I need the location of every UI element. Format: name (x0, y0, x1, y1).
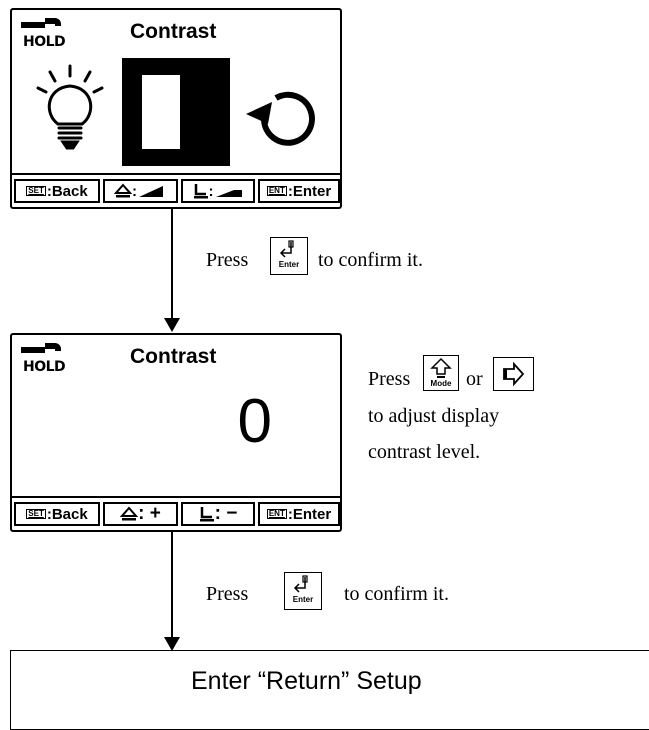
softkey-minus[interactable]: : − (181, 502, 255, 526)
undo-arrow-icon (246, 91, 315, 146)
contrast-icon (122, 58, 230, 166)
hold-label: HOLD (23, 359, 66, 375)
lcd-title: Contrast (130, 20, 217, 43)
instruction-confirm: to confirm it. (344, 583, 449, 605)
enter-key-icon[interactable]: Enter (270, 237, 308, 275)
ramp-high-icon (215, 190, 242, 197)
lcd-title: Contrast (130, 345, 217, 368)
lcd-screen-contrast-adjust: HOLD Contrast 0 SET :Back : + : − ENT :E… (10, 333, 342, 532)
adjust-line3: contrast level. (368, 441, 481, 463)
eject-up-icon (114, 183, 132, 198)
flow-arrowhead (164, 318, 180, 332)
ent-key-glyph: ENT (266, 186, 287, 196)
softkey-label: : (208, 182, 214, 200)
softkey-label: :Back (46, 182, 88, 200)
softkey-label: : (132, 182, 137, 200)
flow-arrowhead (164, 637, 180, 651)
lcd-screen-contrast-menu: HOLD Contrast SET :Back (10, 8, 342, 209)
set-key-glyph: SET (26, 509, 46, 519)
ent-key-glyph: ENT (266, 509, 287, 519)
softkey-back[interactable]: SET :Back (14, 179, 100, 203)
wrench-hold-icon (21, 18, 61, 28)
adjust-press: Press (368, 368, 411, 390)
mode-key-label: Mode (430, 379, 452, 388)
contrast-value: 0 (237, 387, 272, 456)
adjust-or: or (466, 368, 483, 390)
softkey-enter[interactable]: ENT :Enter (258, 502, 340, 526)
lightbulb-icon (36, 64, 104, 150)
next-step-box: Enter “Return” Setup (10, 650, 649, 730)
enter-key-icon[interactable]: Enter (284, 572, 322, 610)
softkey-bar: SET :Back : : ENT :Enter (12, 173, 340, 207)
softkey-enter[interactable]: ENT :Enter (258, 179, 340, 203)
softkey-increase-contrast[interactable]: : (181, 179, 255, 203)
instruction-press: Press (206, 249, 249, 271)
shift-right-icon (199, 507, 214, 522)
flow-connector (171, 209, 173, 319)
enter-key-label: Enter (278, 260, 300, 269)
flow-connector (171, 532, 173, 638)
mode-up-key-icon[interactable]: Mode (423, 355, 459, 391)
softkey-bar: SET :Back : + : − ENT :Enter (12, 496, 340, 530)
softkey-label: :Enter (287, 505, 332, 523)
instruction-confirm: to confirm it. (318, 249, 423, 271)
softkey-label: :Back (46, 505, 88, 523)
right-arrow-key-icon[interactable] (493, 357, 534, 391)
shift-right-icon (193, 184, 208, 199)
softkey-plus[interactable]: : + (103, 502, 178, 526)
eject-up-icon (120, 506, 139, 521)
adjust-line2: to adjust display (368, 405, 500, 427)
softkey-decrease-contrast[interactable]: : (103, 179, 178, 203)
wrench-hold-icon (21, 343, 61, 353)
softkey-label: : + (138, 503, 161, 524)
softkey-label: :Enter (287, 182, 332, 200)
next-step-label: Enter “Return” Setup (191, 667, 422, 695)
ramp-low-icon (139, 186, 163, 197)
hold-label: HOLD (23, 34, 66, 50)
enter-key-label: Enter (292, 595, 314, 604)
softkey-label: : − (214, 503, 238, 524)
set-key-glyph: SET (26, 186, 46, 196)
instruction-press: Press (206, 583, 249, 605)
softkey-back[interactable]: SET :Back (14, 502, 100, 526)
